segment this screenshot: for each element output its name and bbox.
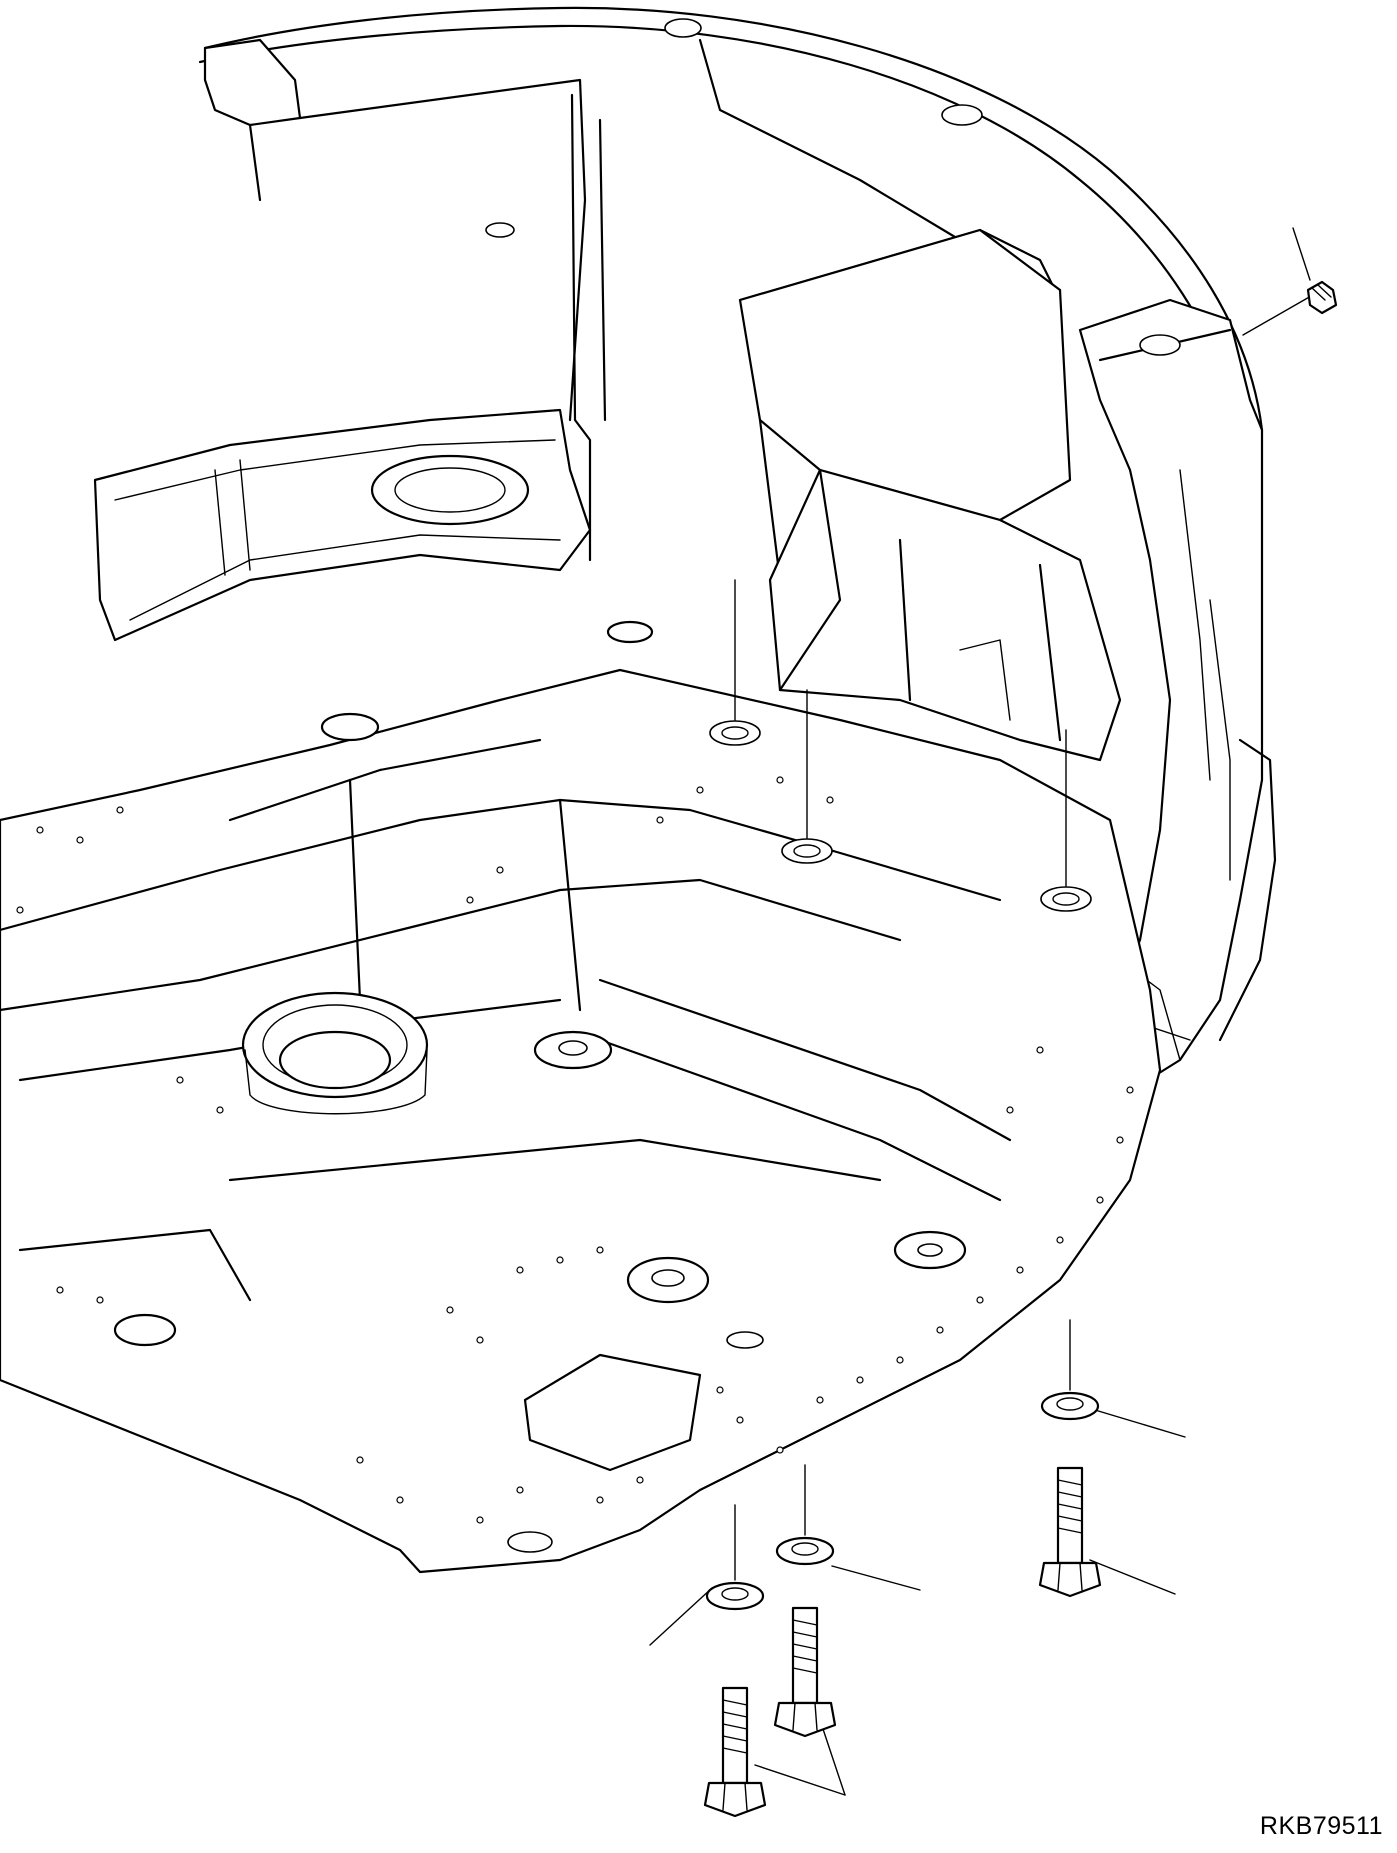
counterweight <box>93 6 1277 1112</box>
plug <box>1306 280 1338 315</box>
leader-lines <box>649 227 1319 1796</box>
bolt-holes <box>16 776 1134 1524</box>
bolt-right <box>1038 1466 1102 1598</box>
bolt-left <box>703 1686 767 1818</box>
revolving-frame <box>0 620 1162 1574</box>
bolt-middle <box>773 1606 837 1738</box>
washer-middle <box>775 1536 835 1566</box>
washer-right <box>1040 1391 1100 1421</box>
washer-left <box>705 1581 765 1611</box>
drawing-code: RKB79511 <box>1259 1812 1383 1840</box>
